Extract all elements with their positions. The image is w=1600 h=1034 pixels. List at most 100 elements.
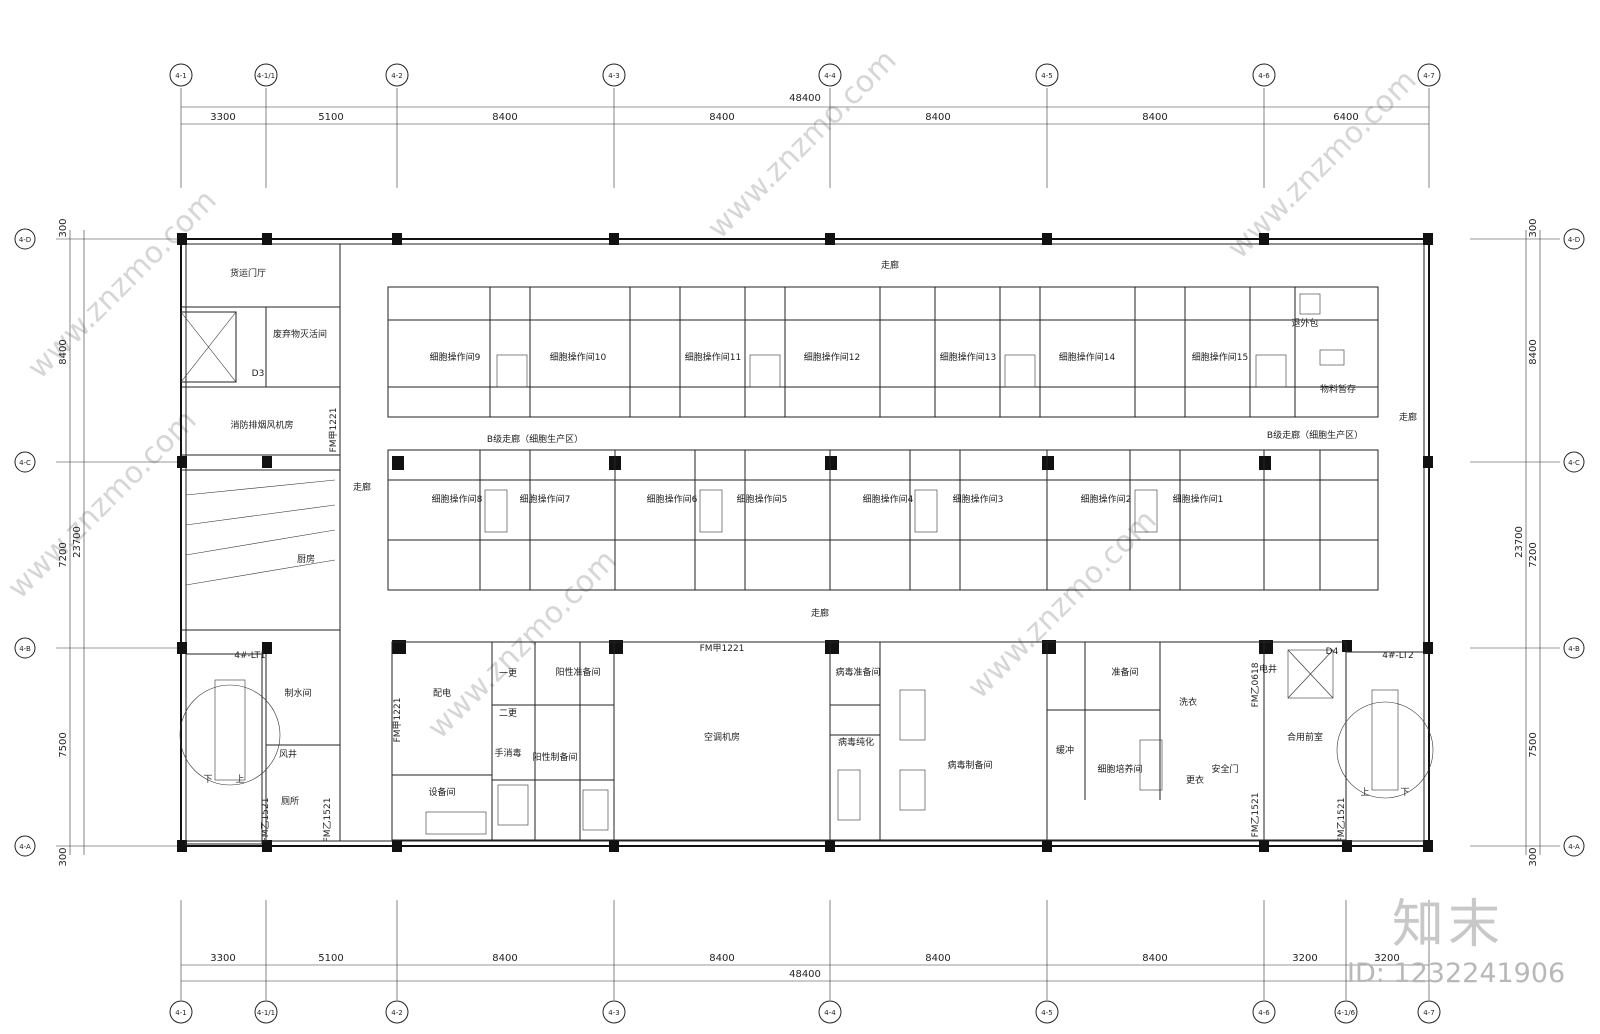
axis-label: 4-A <box>19 843 31 851</box>
room-power: 配电 <box>433 687 451 699</box>
axis-label: 4-4 <box>824 1009 836 1017</box>
dim-top: 8400 <box>709 112 734 123</box>
cell-room-label: 细胞操作间14 <box>1059 351 1116 363</box>
dim-top: 3300 <box>210 112 235 123</box>
room-second-change: 二更 <box>499 708 517 719</box>
axis-label: 4-7 <box>1423 1009 1434 1017</box>
dim-side: 300 <box>58 847 69 866</box>
axis-label: 4-1/1 <box>257 1009 275 1017</box>
room-corridor-right: 走廊 <box>1399 411 1417 423</box>
door-fm3: FM乙1521 <box>260 798 271 843</box>
dim-side: 300 <box>1528 218 1539 237</box>
room-water: 制水间 <box>284 687 311 699</box>
axis-label: 4-B <box>1568 645 1580 653</box>
cell-room-label: 细胞操作间15 <box>1192 351 1248 363</box>
brand-logo: 知末 <box>1392 895 1505 955</box>
room-elec: 电井 <box>1259 663 1277 675</box>
dim-bottom: 3300 <box>210 953 235 964</box>
stair-down: 下 <box>203 775 212 785</box>
door-fm7: FM甲1221 <box>392 698 403 743</box>
axis-label: 4-D <box>19 236 31 244</box>
door-fm2: FM甲1221 <box>328 408 339 453</box>
axis-label: 4-6 <box>1258 1009 1270 1017</box>
room-corridor-left: 走廊 <box>353 481 371 493</box>
axis-label: 4-6 <box>1258 72 1270 80</box>
room-kitchen: 厨房 <box>297 553 315 565</box>
axis-label: 4-3 <box>608 72 619 80</box>
axis-bubbles-side: 4-D 4-C 4-B 4-A 4-D 4-C 4-B 4-A <box>14 228 1585 857</box>
dim-top: 6400 <box>1333 112 1358 123</box>
axis-bubbles-top: 4-1 4-1/1 4-2 4-3 4-4 4-5 4-6 4-7 <box>169 63 1441 87</box>
cell-room-label: 细胞操作间12 <box>804 351 860 363</box>
door-fm8: FM乙0618 <box>1250 662 1261 707</box>
outer-walls <box>180 238 1430 847</box>
room-toilet: 厕所 <box>281 796 299 807</box>
cell-room-label: 细胞操作间1 <box>1173 493 1224 505</box>
dim-side: 7500 <box>1528 732 1539 757</box>
room-corridor-mid: 走廊 <box>811 607 829 619</box>
room-hand-wash: 手消毒 <box>494 747 521 759</box>
upper-cell-block <box>387 286 1379 418</box>
room-d3: D3 <box>252 369 265 379</box>
room-buffer: 缓冲 <box>1056 744 1074 756</box>
axis-label: 4-5 <box>1041 1009 1052 1017</box>
dim-side-total: 23700 <box>1514 526 1525 558</box>
door-fm4: FM乙1521 <box>322 798 333 843</box>
axis-label: 4-2 <box>391 1009 402 1017</box>
room-first-change: 一更 <box>499 668 517 679</box>
dim-top: 8400 <box>1142 112 1167 123</box>
dim-side: 300 <box>58 218 69 237</box>
room-outer-pack: 退外包 <box>1291 317 1318 329</box>
dim-total-bottom: 48400 <box>789 969 821 980</box>
room-ac: 空调机房 <box>704 731 740 743</box>
axis-label: 4-1/6 <box>1337 1009 1356 1017</box>
axis-label: 4-4 <box>824 72 836 80</box>
dim-side: 8400 <box>58 339 69 364</box>
stair-down: 下 <box>1400 788 1409 798</box>
axis-label: 4-5 <box>1041 72 1052 80</box>
cell-room-label: 细胞操作间2 <box>1081 493 1132 505</box>
dim-top: 8400 <box>925 112 950 123</box>
room-cell-culture: 细胞培养间 <box>1097 763 1142 775</box>
room-waste: 废弃物灭活间 <box>273 328 327 340</box>
right-top-zone <box>1295 286 1379 481</box>
room-stair2: 4#-LT2 <box>1382 651 1414 661</box>
dim-top: 8400 <box>492 112 517 123</box>
cell-room-label: 细胞操作间4 <box>863 493 914 505</box>
axis-label: 4-2 <box>391 72 402 80</box>
middle-lower-zone <box>391 641 1434 842</box>
room-virus-purify: 病毒纯化 <box>838 736 874 748</box>
room-safe-door: 安全门 <box>1211 763 1238 775</box>
watermark: www.znzmo.com <box>421 543 624 746</box>
room-dressing: 更衣 <box>1186 774 1204 786</box>
dim-side: 7200 <box>1528 542 1539 567</box>
cell-labels-top: 细胞操作间9 细胞操作间10 细胞操作间11 细胞操作间12 细胞操作间13 细… <box>430 351 1249 363</box>
cell-room-label: 细胞操作间7 <box>520 493 571 505</box>
dim-bottom: 3200 <box>1292 953 1317 964</box>
room-d4: D4 <box>1326 647 1339 657</box>
room-labels: 走廊 走廊 走廊 走廊 B级走廊（细胞生产区） B级走廊（细胞生产区） 货运门厅… <box>203 259 1417 842</box>
room-virus-prep: 病毒制备间 <box>947 759 992 771</box>
axis-label: 4-3 <box>608 1009 619 1017</box>
room-wind: 风井 <box>279 748 297 760</box>
cell-room-label: 细胞操作间10 <box>550 351 607 363</box>
dim-side-total: 23700 <box>72 526 83 558</box>
dim-side: 7200 <box>58 542 69 567</box>
axis-label: 4-C <box>1568 459 1580 467</box>
axis-label: 4-1 <box>175 1009 186 1017</box>
axis-label: 4-1/1 <box>257 72 275 80</box>
axis-label: 4-D <box>1568 236 1580 244</box>
left-service-zone <box>179 244 341 845</box>
dim-top: 5100 <box>318 112 343 123</box>
cell-room-label: 细胞操作间3 <box>953 493 1004 505</box>
stair-up: 上 <box>1360 787 1369 798</box>
axis-label: 4-1 <box>175 72 186 80</box>
axis-label: 4-7 <box>1423 72 1434 80</box>
image-id: ID: 1232241906 <box>1347 958 1566 989</box>
dim-bottom: 8400 <box>492 953 517 964</box>
room-smoke: 消防排烟风机房 <box>230 419 293 431</box>
dim-bottom: 3200 <box>1374 953 1399 964</box>
cell-labels-bottom: 细胞操作间8 细胞操作间7 细胞操作间6 细胞操作间5 细胞操作间4 细胞操作间… <box>432 493 1224 505</box>
watermark: www.znzmo.com <box>1 403 204 606</box>
axis-label: 4-A <box>1568 843 1580 851</box>
